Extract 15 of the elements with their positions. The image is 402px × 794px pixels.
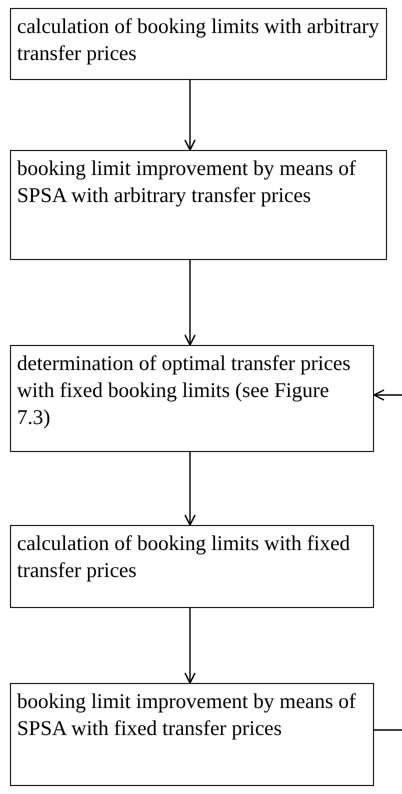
process-box: [10, 525, 374, 608]
box-text: booking limit improvement by means of SPSA with arbitrary transfer prices: [17, 155, 357, 209]
box-text: booking limit improvement by means of SPSA with fixed transfer prices: [17, 688, 357, 742]
arrow: [184, 80, 196, 151]
process-box: [10, 150, 387, 260]
arrow: [184, 260, 196, 346]
box-text: determination of optimal transfer prices with fixed booking limits (see Figure 7.3): [17, 350, 352, 431]
arrow: [184, 452, 196, 526]
process-box: [10, 683, 374, 786]
process-box: [10, 345, 374, 452]
arrow: [373, 389, 402, 401]
box-text: calculation of booking limits with arbitrary transfer prices: [17, 13, 380, 67]
box-text: calculation of booking limits with fixed transfer prices: [17, 530, 352, 584]
process-box: [10, 8, 387, 80]
arrow: [184, 608, 196, 684]
